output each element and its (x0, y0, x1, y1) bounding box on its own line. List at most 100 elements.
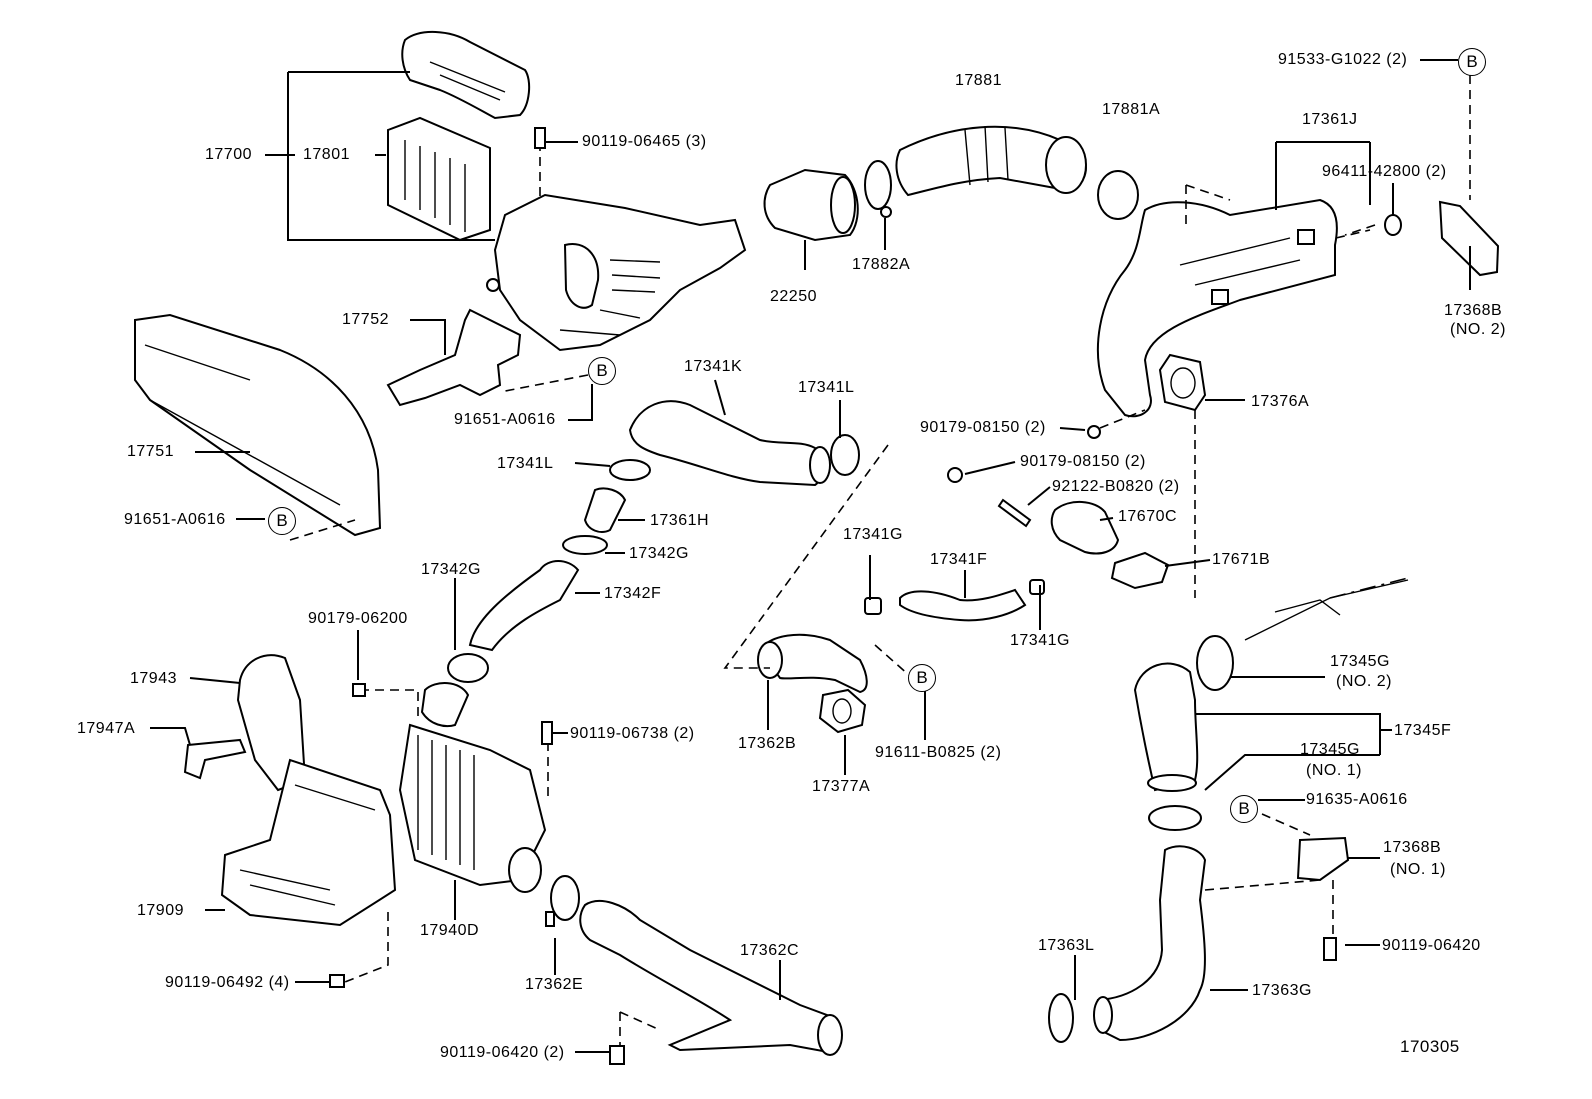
clamp-17342G-right (562, 535, 608, 555)
ref-marker-b: B (268, 507, 296, 535)
diagram-code: 170305 (1400, 1037, 1460, 1056)
label-17752: 17752 (342, 311, 389, 328)
label-17882A: 17882A (852, 256, 911, 273)
air-cleaner-case (486, 193, 747, 352)
gasket-17377A (818, 688, 867, 734)
label-17881: 17881 (955, 72, 1002, 89)
clamp-17342G-left (447, 653, 489, 683)
label-17341G-bottom: 17341G (1010, 632, 1070, 649)
hose-17345G-no2 (1196, 635, 1234, 691)
bracket-17368B-no1 (1296, 836, 1350, 882)
label-17671B: 17671B (1212, 551, 1271, 568)
label-17881A: 17881A (1102, 101, 1161, 118)
label-17345G-no1: 17345G (1300, 741, 1360, 758)
hose-17341F (899, 588, 1027, 622)
label-90119-06465: 90119-06465 (3) (582, 133, 707, 150)
hose-17345F (1133, 662, 1199, 792)
label-17670C: 17670C (1118, 508, 1178, 525)
label-17341G-top: 17341G (843, 526, 903, 543)
label-17943: 17943 (130, 670, 177, 687)
bracket-17752 (386, 308, 522, 407)
label-17361J: 17361J (1302, 111, 1358, 128)
label-17368B-no2: 17368B (1444, 302, 1503, 319)
plug-96411 (1384, 214, 1402, 236)
label-17341L-left: 17341L (497, 455, 554, 472)
label-17361H: 17361H (650, 512, 710, 529)
clamp-17882A (864, 160, 892, 218)
label-17377A: 17377A (812, 778, 871, 795)
label-17341F: 17341F (930, 551, 988, 568)
label-17700: 17700 (205, 146, 252, 163)
label-91611-B0825: 91611-B0825 (2) (875, 744, 1002, 761)
air-filter-element (387, 116, 491, 242)
ref-marker-b: B (588, 357, 616, 385)
label-17362E: 17362E (525, 976, 584, 993)
turbo-outline (1244, 577, 1409, 641)
label-22250: 22250 (770, 288, 817, 305)
valve-17670C (1050, 501, 1120, 555)
intercooler-17940D (398, 682, 547, 893)
hose-17361H (583, 487, 627, 533)
label-17368B-no1: 17368B (1383, 839, 1442, 856)
stud-92122 (997, 498, 1032, 528)
label-17341L-right: 17341L (798, 379, 855, 396)
label-17345G-no1-sub: (NO. 1) (1306, 762, 1362, 779)
gasket-17376A (1158, 353, 1207, 412)
clamp-17345G-no1 (1148, 805, 1202, 831)
label-90179-08150-a: 90179-08150 (2) (920, 419, 1046, 436)
label-91651-A0616-top: 91651-A0616 (454, 411, 556, 428)
label-91533-G1022: 91533-G1022 (2) (1278, 51, 1408, 68)
label-17345G-no2: 17345G (1330, 653, 1390, 670)
label-17362B: 17362B (738, 735, 797, 752)
label-17909: 17909 (137, 902, 184, 919)
duct-17909 (220, 758, 397, 927)
label-90119-06420-bottom: 90119-06420 (2) (440, 1044, 565, 1061)
clamp-17363L (1048, 993, 1074, 1043)
label-90119-06738: 90119-06738 (2) (570, 725, 695, 742)
hose-17341K (628, 400, 831, 487)
ref-marker-b: B (1458, 48, 1486, 76)
leader-lines (150, 59, 1471, 1053)
label-91635-A0616: 91635-A0616 (1306, 791, 1408, 808)
clamp-17341L-left (609, 459, 651, 481)
nut-90179-08150 (947, 425, 1101, 483)
label-17751: 17751 (127, 443, 174, 460)
clamp-17362E (545, 875, 580, 927)
ref-marker-b: B (1230, 795, 1258, 823)
bolts (329, 127, 1337, 1065)
label-17345G-no2-sub: (NO. 2) (1336, 673, 1392, 690)
label-90179-08150-b: 90179-08150 (2) (1020, 453, 1146, 470)
duct-17751 (134, 313, 382, 537)
label-90119-06420-right: 90119-06420 (1382, 937, 1481, 954)
label-90179-06200: 90179-06200 (308, 610, 408, 627)
label-17940D: 17940D (420, 922, 480, 939)
label-17345F: 17345F (1394, 722, 1452, 739)
bracket-17947A (183, 738, 247, 780)
clamp-17341L-right (830, 434, 860, 476)
label-17341K: 17341K (684, 358, 743, 375)
label-17342F: 17342F (604, 585, 662, 602)
pipe-17362B (757, 633, 868, 694)
label-17376A: 17376A (1251, 393, 1310, 410)
label-17363L: 17363L (1038, 937, 1095, 954)
label-17363G: 17363G (1252, 982, 1312, 999)
dashed-refs (289, 75, 1471, 1045)
label-92122-B0820: 92122-B0820 (2) (1052, 478, 1180, 495)
airflow-meter-22250 (763, 168, 859, 242)
label-90119-06492: 90119-06492 (4) (165, 974, 290, 991)
hose-17881 (895, 125, 1087, 197)
pipe-17362C (579, 900, 843, 1056)
ref-marker-b: B (908, 664, 936, 692)
label-17362C: 17362C (740, 942, 800, 959)
label-96411-42800: 96411-42800 (2) (1322, 163, 1447, 180)
pipe-17363G (1093, 845, 1207, 1042)
intake-pipe-17361J (1096, 198, 1338, 418)
hose-17342F (468, 560, 580, 652)
label-17368B-no1-sub: (NO. 1) (1390, 861, 1446, 878)
gasket-17671B (1110, 551, 1170, 590)
label-17947A: 17947A (77, 720, 136, 737)
label-17801: 17801 (303, 146, 350, 163)
label-17342G-left: 17342G (421, 561, 481, 578)
